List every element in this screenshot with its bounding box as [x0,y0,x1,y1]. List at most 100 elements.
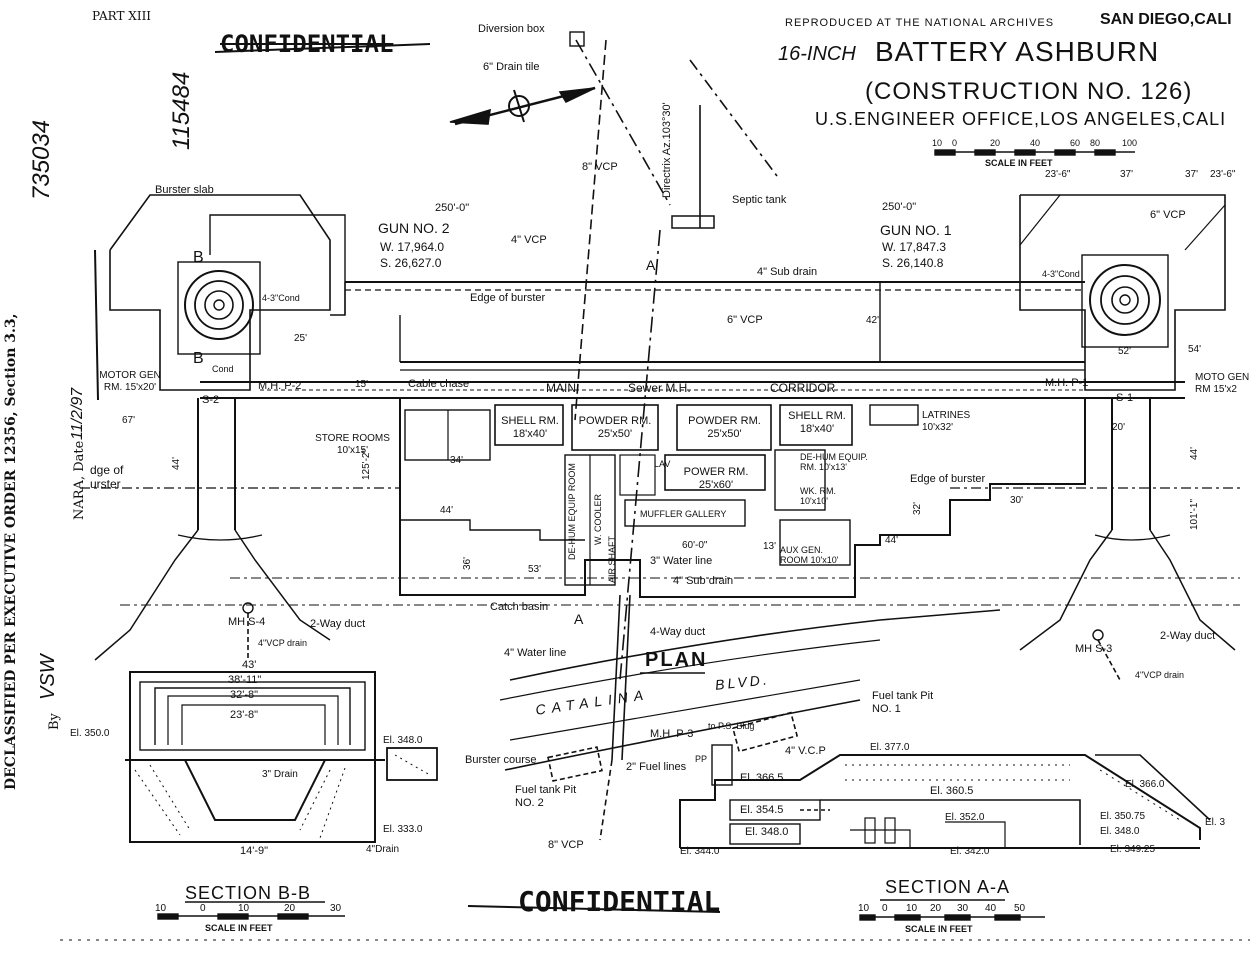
section-bb-title: SECTION B-B [185,883,312,903]
north-arrow-icon [449,86,596,126]
aa-el-344: El. 344.0 [680,846,720,857]
room-powder-right: POWDER RM. 25'x50' [688,415,761,440]
label-burster-slab: Burster slab [155,184,214,196]
dim-101: 101'-1" [1189,498,1200,530]
room-latrines: LATRINES 10'x32' [922,410,971,433]
scale-bar-aa [859,914,1045,921]
scale-bb-label: SCALE IN FEET [205,923,273,933]
room-lav: LAV [654,459,671,469]
bb-dim-14: 14'-9" [240,845,269,857]
aa-el-350-75: El. 350.75 [1100,811,1146,822]
label-cond-small: Cond [212,364,234,374]
room-wk: WK. RM. 10'x10' [800,486,836,507]
dim-42: 42' [866,315,880,326]
archives-location: SAN DIEGO,CALI [1100,11,1232,28]
label-fuel-lines: 2" Fuel lines [626,761,687,773]
label-diversion-box: Diversion box [478,23,545,35]
label-vcp-8-top: 8" VCP [582,161,618,173]
handwritten-stamp: 735034 [28,119,55,200]
dim-34: 34' [450,455,464,466]
label-corridor: CORRIDOR [770,381,836,395]
gun-2-s: S. 26,627.0 [380,256,442,270]
declassified-nara: NARA, Date [72,440,87,520]
dim-44-lower: 44' [885,535,899,546]
aa-el-366-5: El. 366.5 [740,772,784,784]
label-sub-drain-4: 4" Sub drain [757,266,818,278]
aa-el-348: El. 348.0 [745,826,789,838]
label-vcp-4-bottom: 4" V.C.P [785,745,826,757]
bb-dim-43: 43' [242,659,257,671]
label-2-way-duct-left: 2-Way duct [310,618,366,630]
dim-54: 54' [1188,344,1202,355]
room-air-shaft: AIR SHAFT [607,535,617,583]
label-edge-burster-left: dge of urster [90,463,124,491]
bb-drain-4: 4"Drain [366,844,400,855]
dim-52: 52' [1118,346,1132,357]
label-vcp-8-bottom: 8" VCP [548,839,584,851]
section-marker-a: A [646,257,656,273]
dim-15: 15' [355,379,369,390]
label-vcp-6-mid: 6" VCP [727,314,763,326]
room-store-rooms: STORE ROOMS 10'x15' [315,433,390,456]
dim-60: 60'-0" [682,540,708,551]
gun-1-w: W. 17,847.3 [882,240,947,254]
label-s2: S-2 [202,394,220,406]
bb-el-333: El. 333.0 [383,824,423,835]
label-4-way-duct: 4-Way duct [650,626,706,638]
dim-44-right: 44' [1189,446,1200,460]
label-motor-gen-right: MOTO GEN RM 15'x2 [1195,372,1250,395]
aa-el-352: El. 352.0 [945,812,985,823]
label-cond-right: 4-3"Cond [1042,269,1080,279]
aa-el-3: El. 3 [1205,817,1226,828]
bb-drain-3: 3" Drain [262,769,298,780]
dim-13: 13' [763,541,777,552]
part-label: PART XIII [92,9,152,23]
gun-2-name: GUN NO. 2 [378,220,450,236]
aa-el-360-5: El. 360.5 [930,785,974,797]
bb-burster-course: Burster course [465,754,537,766]
bb-dim-23: 23'-8" [230,709,259,721]
room-powder-left: POWDER RM. 25'x50' [578,415,652,440]
title-caliber: 16-INCH [778,43,856,65]
declassified-by: By [47,713,62,730]
label-edge-burster-right: Edge of burster [910,473,986,485]
label-fuel-tank-1: Fuel tank Pit NO. 1 [872,690,934,716]
title-construction: (CONSTRUCTION NO. 126) [865,78,1193,105]
scale-top-label: SCALE IN FEET [985,158,1053,168]
dim-30: 30' [1010,495,1024,506]
dim-44: 44' [171,456,182,470]
label-mh-p1: M.H. P-1 [1045,377,1089,389]
room-shell-right: SHELL RM. 18'x40' [788,410,846,435]
confidential-stamp-top: CONFIDENTIAL [220,30,394,58]
section-marker-b-bottom: B [193,350,204,367]
section-marker-a-bottom: A [574,611,584,627]
declassified-note: DECLASSIFIED PER EXECUTIVE ORDER 12356, … [3,313,19,791]
label-edge-burster-top: Edge of burster [470,292,546,304]
scale-aa-label: SCALE IN FEET [905,924,973,934]
aa-el-348b: El. 348.0 [1100,826,1140,837]
dim-20: 20' [1112,422,1126,433]
declassified-signature: VSW [37,654,59,700]
room-dehum-right: DE-HUM EQUIP. RM. 10'x13' [800,452,868,473]
gun-1-name: GUN NO. 1 [880,222,952,238]
dim-44-inner: 44' [440,505,454,516]
label-mh-s3: MH S-3 [1075,643,1113,655]
aa-el-366: El. 366.0 [1125,779,1165,790]
label-drain-tile: 6" Drain tile [483,61,540,73]
label-septic-tank: Septic tank [732,194,787,206]
label-pp: PP [695,754,708,764]
label-fuel-tank-2: Fuel tank Pit NO. 2 [515,784,577,810]
dim-250-left: 250'-0" [435,202,470,214]
label-sub-drain-4b: 4" Sub drain [673,575,734,587]
label-mh-p2: M.H. P-2 [258,380,302,392]
label-cond-left: 4-3"Cond [262,293,300,303]
label-water-line-3: 3" Water line [650,555,713,567]
label-main: MAIN [546,381,576,395]
dim-53: 53' [528,564,542,575]
bb-dim-38: 38'-11" [228,674,262,686]
label-vcp-drain-right: 4"VCP drain [1135,670,1185,680]
label-water-line-4: 4" Water line [504,647,567,659]
confidential-stamp-bottom: CONFIDENTIAL [518,885,721,918]
